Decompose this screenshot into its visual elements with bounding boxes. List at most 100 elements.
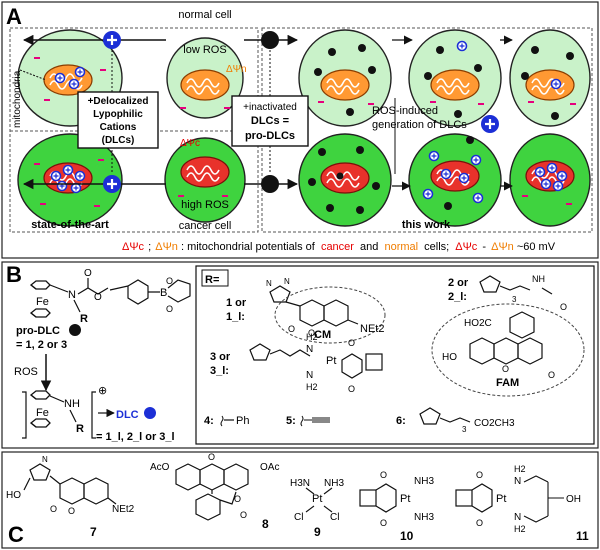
c7-ho: HO bbox=[6, 490, 21, 501]
normal-cell-label: normal cell bbox=[178, 9, 231, 21]
net2-label-b-main: NEt2 bbox=[360, 323, 384, 335]
b-atom: B bbox=[160, 287, 167, 299]
legend-mid: : mitochondrial potentials of bbox=[181, 241, 316, 253]
mitochondria-label: mitochondria bbox=[12, 70, 23, 128]
label-6: 6: bbox=[396, 415, 406, 427]
svg-text:ΔΨc ; ΔΨn: ΔΨc ; ΔΨn : mitochondrial potentials of … bbox=[122, 241, 556, 253]
dlc-box-line-2: Lypophilic bbox=[93, 109, 143, 120]
cancer-cell-left bbox=[17, 133, 123, 227]
c9-pt: Pt bbox=[312, 493, 322, 505]
c9-h3n: H3N bbox=[290, 478, 310, 489]
dlc-plus-icon-top bbox=[101, 29, 123, 51]
c8-lactone-o1: O bbox=[234, 494, 241, 504]
c8-oac: OAc bbox=[260, 462, 279, 473]
c9-cl2: Cl bbox=[330, 512, 339, 523]
cm-label: CM bbox=[314, 329, 331, 341]
wavy-bond-4 bbox=[220, 415, 224, 427]
label-5: 5: bbox=[286, 415, 296, 427]
panel-a-frame bbox=[1, 1, 599, 259]
c8-xanthene-o: O bbox=[208, 452, 215, 462]
cm-highlight bbox=[274, 286, 386, 344]
fam-structure: 3 NH O O O bbox=[469, 274, 567, 380]
pro-dlc-dot bbox=[69, 324, 81, 336]
high-ros-label: high ROS bbox=[181, 199, 229, 211]
c7-net2: NEt2 bbox=[112, 504, 135, 515]
net2-label-b: NEt2 bbox=[360, 323, 384, 335]
r-eq-box bbox=[201, 269, 229, 287]
dlc-box bbox=[77, 91, 159, 149]
compound-11: O O Pt H2 N N H2 OH bbox=[455, 464, 581, 534]
fam-xanthene-o: O bbox=[502, 364, 509, 374]
psi-n-label: ΔΨn bbox=[226, 64, 247, 75]
fam-amide-o: O bbox=[560, 302, 567, 312]
panel-c-letter: C bbox=[8, 522, 24, 547]
pro-dlc-eq: = 1, 2 or 3 bbox=[16, 339, 67, 351]
cation-charge: ⊕ bbox=[98, 385, 107, 397]
pro-dlc-dot-top bbox=[261, 31, 279, 49]
legend-minus: - bbox=[482, 241, 486, 253]
pro-dlc-label: pro-DLC bbox=[16, 325, 60, 337]
legend-sym-n: ΔΨn bbox=[155, 241, 178, 253]
c9-cl1: Cl bbox=[294, 512, 303, 523]
pro-dlc-box bbox=[231, 95, 309, 147]
c11-h2-bottom: H2 bbox=[514, 524, 526, 534]
label-3: 3 or bbox=[210, 351, 231, 363]
panel-a-letter: A bbox=[6, 4, 22, 29]
legend-sym-c: ΔΨc bbox=[122, 241, 145, 253]
o-atom-ester: O bbox=[94, 292, 102, 303]
dlc-box-line-1: +Delocalized bbox=[88, 96, 149, 107]
pro-dlc-box-line-2: DLCs = bbox=[251, 115, 289, 127]
dlc-box-line-4: (DLCs) bbox=[102, 135, 135, 146]
r-group: R bbox=[80, 313, 88, 325]
fe-atom-top: Fe bbox=[36, 296, 49, 308]
this-work-label: this work bbox=[402, 219, 451, 231]
r-group-box bbox=[195, 265, 595, 445]
c10-o1: O bbox=[380, 470, 387, 480]
chain-sub-3: 3 bbox=[512, 295, 517, 304]
normal-cell-r2 bbox=[408, 29, 502, 127]
panel-c-frame bbox=[1, 451, 599, 549]
ros-induced-plus-icon bbox=[479, 113, 501, 135]
c10-o2: O bbox=[380, 518, 387, 528]
c10-pt: Pt bbox=[400, 493, 410, 505]
label-4: 4: bbox=[204, 415, 214, 427]
legend-cells: cells; bbox=[424, 241, 449, 253]
panel-a: A normal cell low ROS ΔΨn bbox=[1, 1, 599, 259]
fam-label: FAM bbox=[496, 377, 519, 389]
dlc-structure: Fe NH R ⊕ bbox=[22, 385, 107, 439]
n-bottom: N bbox=[306, 370, 313, 381]
o-atom-boronate-1: O bbox=[166, 276, 173, 286]
pro-dlc-box-line-1: +inactivated bbox=[243, 102, 297, 113]
compound-9: H3N NH3 Pt Cl Cl bbox=[290, 478, 344, 523]
compound-label-7: 7 bbox=[90, 525, 97, 539]
c8-lactone-o2: O bbox=[240, 510, 247, 520]
legend-normal: normal bbox=[384, 241, 418, 253]
ros-induced-line-1: ROS-induced bbox=[372, 105, 438, 117]
coumarin-o1: O bbox=[288, 324, 295, 334]
nh-atom: NH bbox=[64, 398, 80, 410]
c11-n-bottom: N bbox=[514, 512, 521, 523]
legend-eq-val: ~60 mV bbox=[517, 241, 556, 253]
c9-nh3: NH3 bbox=[324, 478, 344, 489]
legend-eq-c: ΔΨc bbox=[455, 241, 478, 253]
c7-o1: O bbox=[50, 504, 57, 514]
fam-keto-o: O bbox=[548, 370, 555, 380]
ester-chain-6: 3 bbox=[419, 407, 471, 434]
c11-h2-top: H2 bbox=[514, 464, 526, 474]
cancer-cell-label: cancer cell bbox=[179, 220, 232, 232]
ros-arrow-label: ROS bbox=[14, 366, 38, 378]
label-1l: 1_l: bbox=[226, 311, 245, 323]
legend-eq-n: ΔΨn bbox=[491, 241, 514, 253]
panel-c: C N HO O O NEt2 7 AcO OAc O O O bbox=[1, 451, 599, 549]
dlc-box-line-3: Cations bbox=[100, 122, 137, 133]
alkyne-bond-5 bbox=[304, 417, 330, 423]
n-atom: N bbox=[68, 289, 76, 301]
c11-n-top: N bbox=[514, 476, 521, 487]
c7-o2: O bbox=[68, 506, 75, 516]
compound-label-8: 8 bbox=[262, 517, 269, 531]
legend-sep: ; bbox=[148, 241, 151, 253]
o-atom-boronate-2: O bbox=[166, 304, 173, 314]
psi-c-label: ΔΨc bbox=[180, 138, 200, 149]
chain-sub-3-6: 3 bbox=[462, 425, 467, 434]
